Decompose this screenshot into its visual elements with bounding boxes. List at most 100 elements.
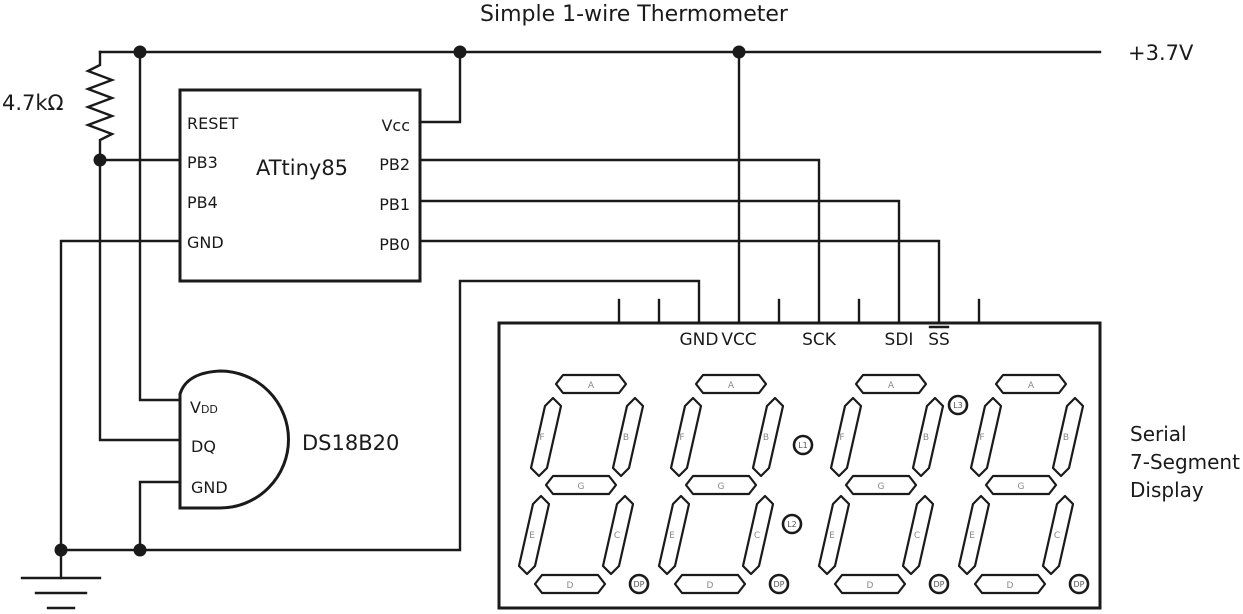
digit-3-label-d: D — [867, 581, 874, 591]
digit-3-segment-d — [833, 573, 907, 595]
digit-4-decimal-point — [1068, 573, 1090, 595]
digit-3-label-e: E — [829, 531, 835, 541]
digit-1-label-c: C — [614, 531, 620, 541]
digit-2-label-e: E — [669, 531, 675, 541]
display-label-line-3: Display — [1130, 478, 1204, 502]
display-module — [497, 321, 1102, 610]
digit-3-label-c: C — [914, 531, 920, 541]
digit-2-label-c: C — [754, 531, 760, 541]
digit-1-label-b: B — [623, 433, 629, 443]
digit-4-segment-a — [994, 373, 1068, 395]
colon-l2 — [781, 513, 803, 535]
wire-ss — [418, 239, 941, 325]
digit-2-segment-d — [673, 573, 747, 595]
wire-vdd — [138, 50, 182, 402]
resistor-label: 4.7kΩ — [2, 91, 64, 115]
colon-l1-label: L1 — [798, 441, 808, 450]
digit-3-label-f: F — [839, 433, 844, 443]
mcu-chip — [178, 88, 422, 283]
digit-2-label-b: B — [763, 433, 769, 443]
digit-1-segment-b — [611, 396, 645, 478]
sensor-pin-vdd: VDD — [190, 398, 218, 417]
mcu-pin-gnd: GND — [187, 233, 224, 252]
digit-2-segment-c — [741, 494, 775, 576]
wire-sdi — [418, 199, 901, 325]
colon-l1 — [792, 434, 814, 456]
digit-2-label-a: A — [728, 381, 735, 391]
mcu-pin-pb0: PB0 — [379, 235, 410, 254]
digit-2-label-g: G — [718, 482, 725, 492]
digit-4-label-g: G — [1018, 482, 1025, 492]
mcu-pin-pb3: PB3 — [187, 153, 218, 172]
mcu-pin-reset: RESET — [187, 114, 238, 133]
junction-dots — [54, 45, 746, 557]
digit-1-segment-c — [601, 494, 635, 576]
digit-3-segment-f — [829, 396, 863, 478]
display-pin-vcc: VCC — [721, 330, 756, 350]
wire-dq — [98, 158, 182, 442]
wire-sck — [418, 158, 821, 325]
digit-3-segment-a — [854, 373, 928, 395]
digit-4-segment-f — [969, 396, 1003, 478]
digit-4-label-b: B — [1063, 433, 1069, 443]
digit-2-segment-e — [657, 494, 691, 576]
wire-display-gnd — [59, 279, 701, 552]
digit-3-decimal-point — [928, 573, 950, 595]
digit-4-label-e: E — [969, 531, 975, 541]
digit-3-segment-g — [844, 474, 918, 496]
digit-3-segment-c — [901, 494, 935, 576]
digit-2-segment-g — [684, 474, 758, 496]
display-pin-gnd: GND — [680, 330, 719, 350]
unused-pin-stubs — [617, 298, 981, 325]
sensor-name: DS18B20 — [302, 431, 399, 455]
colon-l2-label: L2 — [787, 520, 797, 529]
digit-2-segment-a — [694, 373, 768, 395]
digit-2-segment-b — [751, 396, 785, 478]
digit-1-label-g: G — [578, 482, 585, 492]
wire-sensor-gnd — [138, 480, 182, 552]
display-pin-ss: SS — [928, 330, 950, 350]
sensor-body — [178, 369, 290, 510]
display-label-line-2: 7-Segment — [1130, 450, 1240, 474]
mcu-pin-pb4: PB4 — [187, 193, 218, 212]
digit-1-segment-a — [554, 373, 628, 395]
digit-4-segment-c — [1041, 494, 1075, 576]
digit-1-label-d: D — [567, 581, 574, 591]
digit-1-segment-f — [529, 396, 563, 478]
colon-l3-label: L3 — [953, 401, 963, 410]
digit-2-label-f: F — [679, 433, 684, 443]
digit-4-segment-d — [973, 573, 1047, 595]
digit-3-segment-b — [911, 396, 945, 478]
diagram-title: Simple 1-wire Thermometer — [480, 2, 789, 27]
digit-3-label-g: G — [878, 482, 885, 492]
mcu-name: ATtiny85 — [256, 156, 348, 180]
digit-1-label-a: A — [588, 381, 595, 391]
digit-2-label-d: D — [707, 581, 714, 591]
display-pin-sck: SCK — [802, 330, 837, 350]
colon-l3 — [947, 394, 969, 416]
digit-3-segment-e — [817, 494, 851, 576]
sensor-pin-gnd: GND — [191, 478, 228, 497]
digit-2-decimal-point — [768, 573, 790, 595]
digit-4-segment-g — [984, 474, 1058, 496]
digit-4-segment-e — [957, 494, 991, 576]
mcu-pin-pb2: PB2 — [379, 155, 410, 174]
pullup-resistor — [84, 50, 116, 162]
display-pin-sdi: SDI — [885, 330, 914, 350]
digit-1-decimal-point-label: DP — [634, 580, 645, 589]
mcu-pin-vcc: Vcc — [381, 116, 410, 135]
ground-symbol — [20, 576, 102, 610]
digit-1-segment-e — [517, 494, 551, 576]
digit-2-segment-f — [669, 396, 703, 478]
sensor-pin-dq: DQ — [191, 437, 216, 456]
digit-3-label-a: A — [888, 381, 895, 391]
digit-4-label-d: D — [1007, 581, 1014, 591]
digit-4-label-a: A — [1028, 381, 1035, 391]
wire-mcu-gnd — [59, 239, 182, 580]
digit-2-decimal-point-label: DP — [774, 580, 785, 589]
wire-vcc — [418, 50, 462, 124]
digit-4-label-c: C — [1054, 531, 1060, 541]
digit-1-segment-d — [533, 573, 607, 595]
